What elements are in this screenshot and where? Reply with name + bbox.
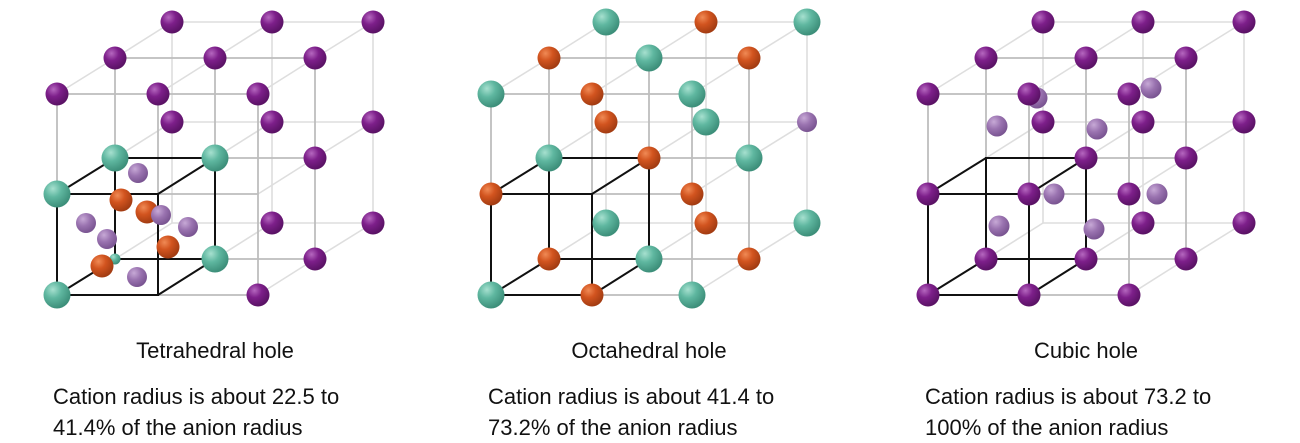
- octahedral-description: Cation radius is about 41.4 to 73.2% of …: [488, 384, 775, 440]
- unit-cube-outline: [490, 157, 650, 296]
- tetrahedral-lattice-diagram: [43, 10, 385, 309]
- octahedral-panel: Octahedral hole Cation radius is about 4…: [434, 0, 867, 443]
- lattice-spheres: [477, 8, 821, 309]
- octahedral-lattice-diagram: [477, 8, 821, 309]
- cubic-panel: Cubic hole Cation radius is about 73.2 t…: [871, 0, 1300, 443]
- cation-green-spheres: [43, 144, 229, 309]
- octahedral-title: Octahedral hole: [571, 338, 727, 363]
- tetrahedral-title: Tetrahedral hole: [136, 338, 294, 363]
- hole-spheres: [986, 77, 1168, 240]
- cubic-lattice-diagram: [916, 10, 1256, 307]
- cubic-description: Cation radius is about 73.2 to 100% of t…: [925, 384, 1212, 440]
- tetrahedral-panel: Tetrahedral hole Cation radius is about …: [0, 0, 433, 443]
- tetrahedral-description: Cation radius is about 22.5 to 41.4% of …: [53, 384, 340, 440]
- cation-orange-spheres: [90, 188, 180, 278]
- hole-spheres: [76, 163, 198, 287]
- cubic-title: Cubic hole: [1034, 338, 1138, 363]
- anion-spheres: [916, 10, 1256, 307]
- anion-spheres: [45, 10, 385, 307]
